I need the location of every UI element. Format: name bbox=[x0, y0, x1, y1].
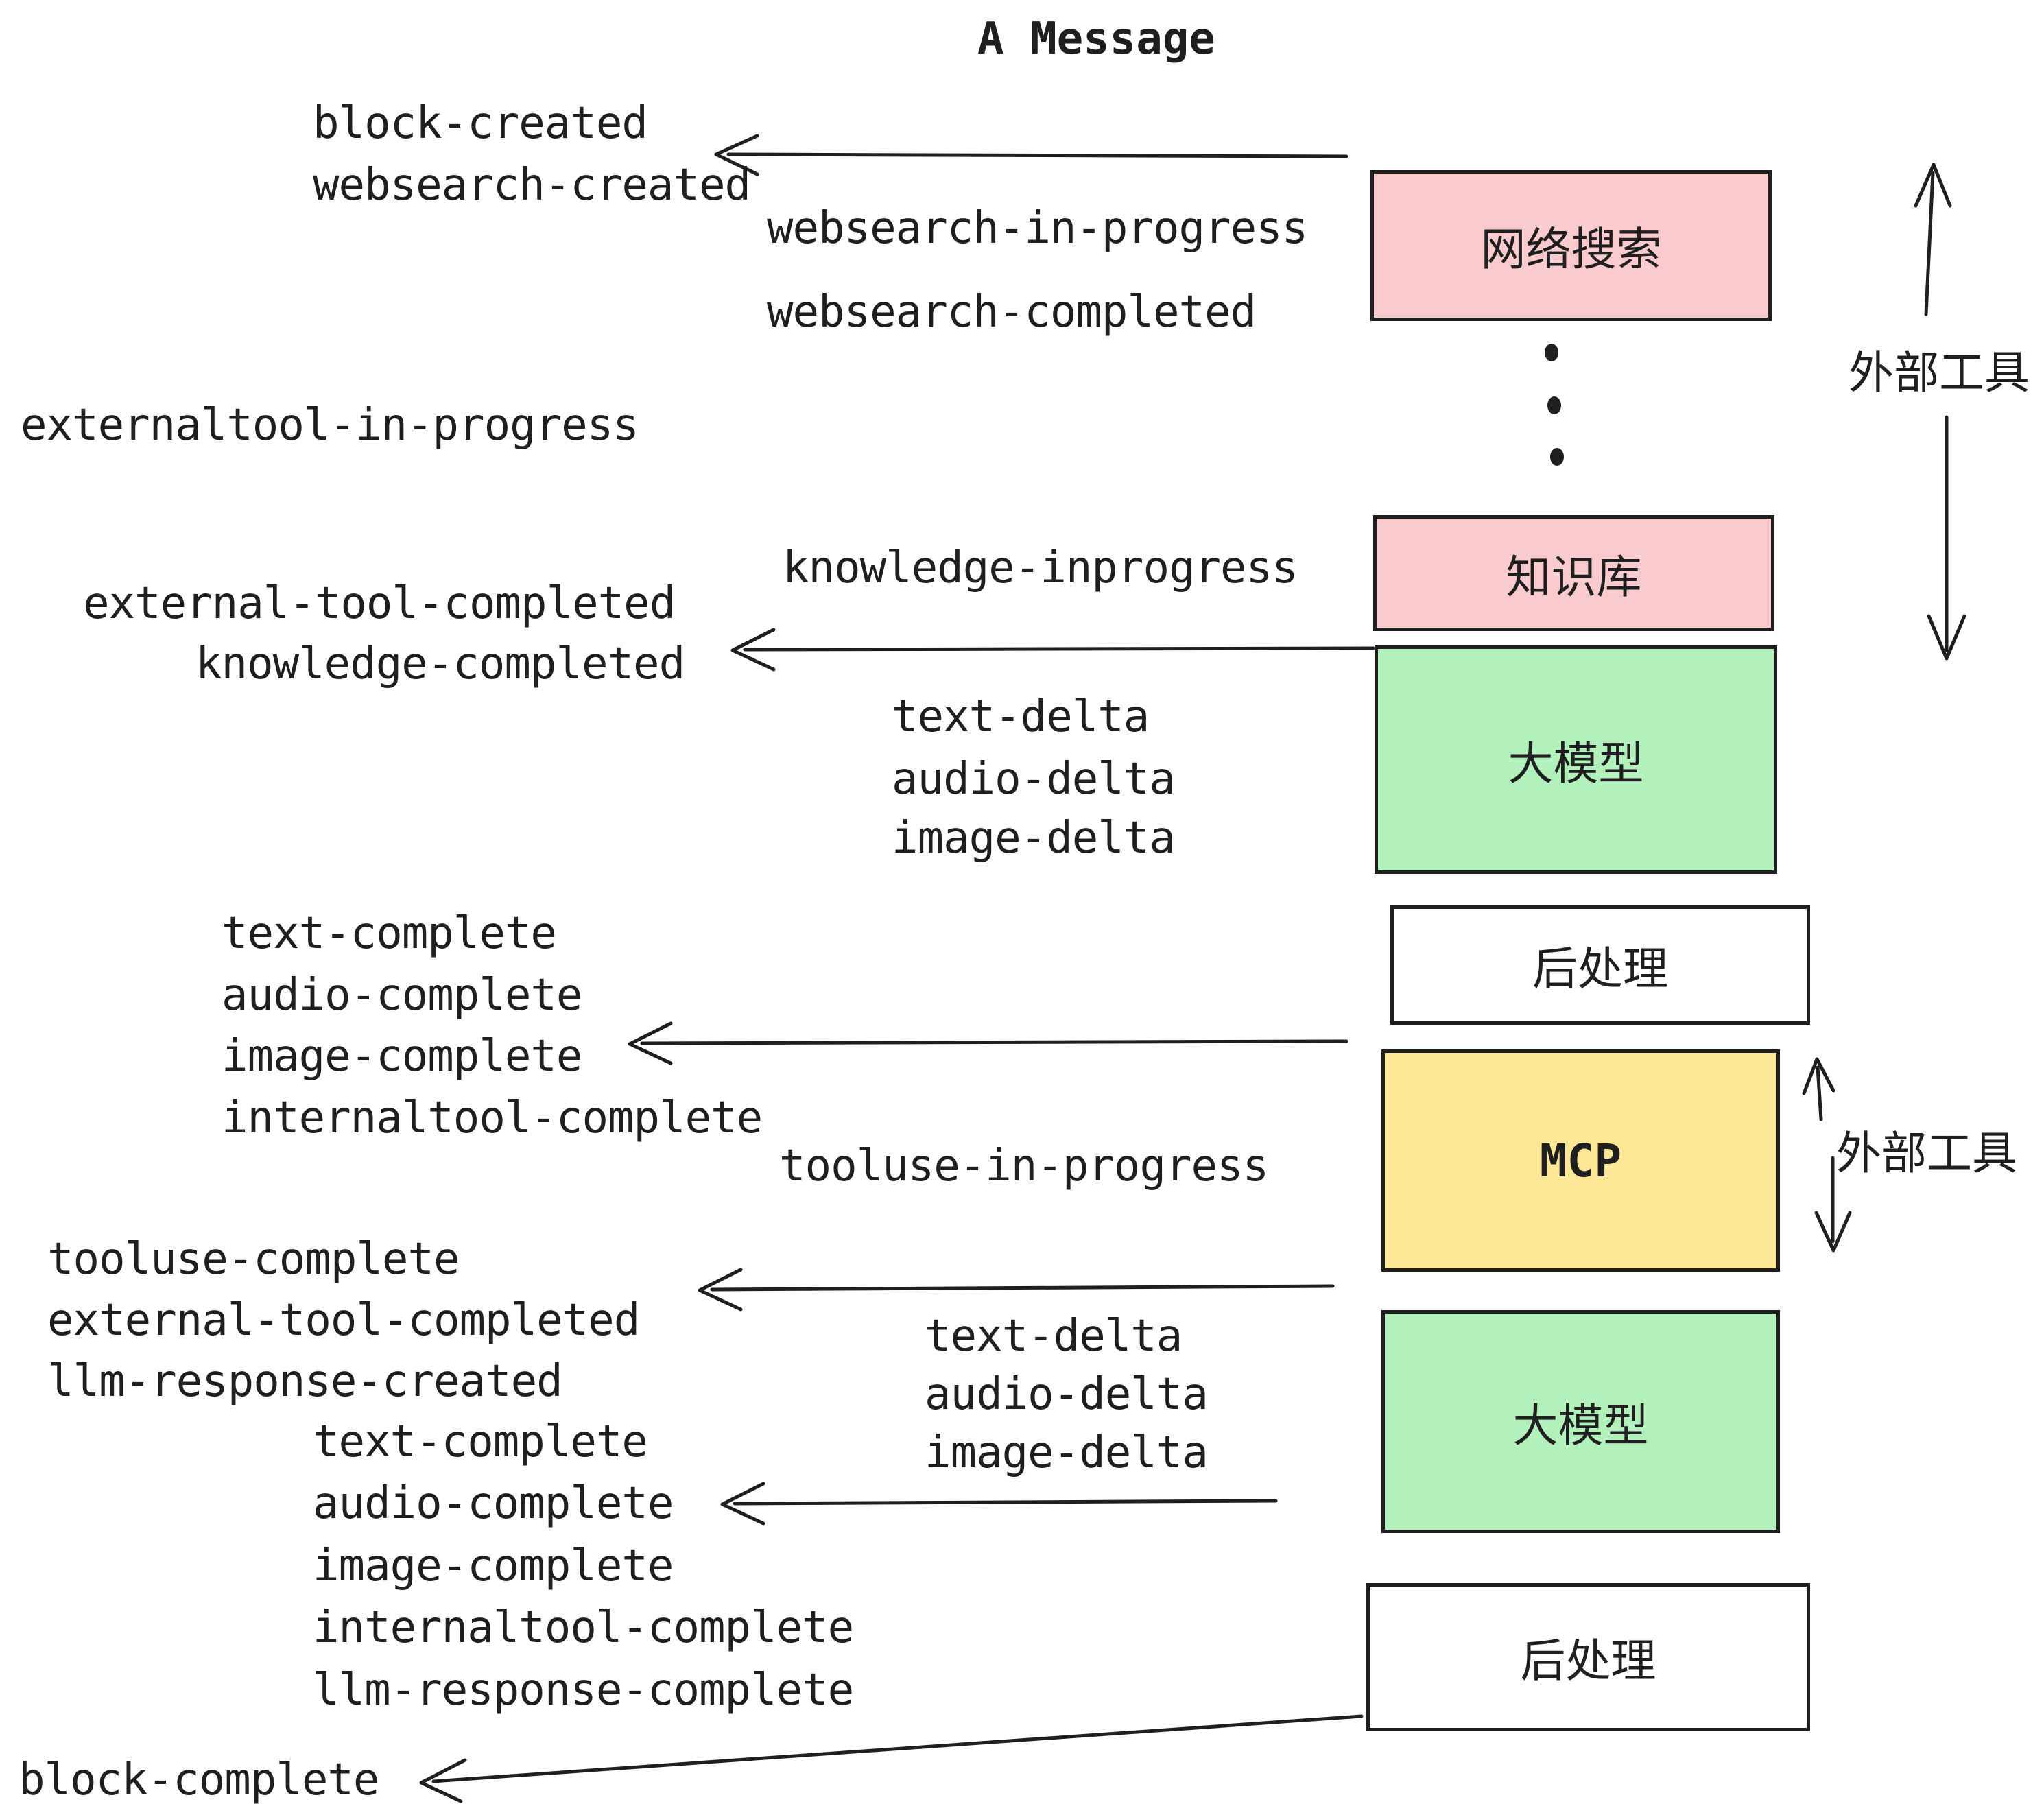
event-text-delta: text-delta bbox=[892, 691, 1150, 742]
box-knowledge: 知识库 bbox=[1373, 515, 1774, 631]
event-text-complete-2: text-complete bbox=[313, 1416, 648, 1467]
box-websearch: 网络搜索 bbox=[1370, 170, 1772, 321]
event-image-complete: image-complete bbox=[222, 1031, 582, 1082]
box-mcp: MCP bbox=[1381, 1049, 1780, 1272]
event-block-complete: block-complete bbox=[19, 1755, 379, 1804]
arrow-tooluse-complete bbox=[698, 1268, 1335, 1312]
event-llm-response-created: llm-response-created bbox=[47, 1356, 563, 1407]
event-knowledge-completed: knowledge-completed bbox=[195, 639, 685, 689]
event-external-tool-completed: external-tool-completed bbox=[83, 578, 676, 629]
box-llm-2: 大模型 bbox=[1381, 1310, 1780, 1533]
label-external-tools-1: 外部工具 bbox=[1849, 346, 2030, 399]
event-text-delta-2: text-delta bbox=[925, 1311, 1183, 1362]
event-knowledge-inprogress: knowledge-inprogress bbox=[783, 543, 1298, 593]
diagram-title: A Message bbox=[977, 14, 1215, 64]
arrow-websearch-created bbox=[714, 134, 1348, 176]
box-postprocess-1: 后处理 bbox=[1390, 905, 1810, 1025]
event-text-complete: text-complete bbox=[222, 908, 557, 959]
event-llm-response-complete: llm-response-complete bbox=[313, 1665, 854, 1716]
event-internaltool-complete: internaltool-complete bbox=[222, 1093, 763, 1143]
event-image-delta-2: image-delta bbox=[925, 1427, 1209, 1478]
event-image-complete-2: image-complete bbox=[313, 1541, 674, 1591]
event-audio-delta-2: audio-delta bbox=[925, 1369, 1209, 1420]
event-websearch-created: websearch-created bbox=[313, 160, 751, 211]
ellipsis-dots bbox=[1545, 344, 1564, 466]
event-audio-complete-2: audio-complete bbox=[313, 1478, 674, 1529]
box-llm-1: 大模型 bbox=[1375, 645, 1777, 874]
event-audio-complete: audio-complete bbox=[222, 970, 582, 1021]
event-internaltool-complete-2: internaltool-complete bbox=[313, 1602, 854, 1653]
event-tooluse-in-progress: tooluse-in-progress bbox=[779, 1141, 1269, 1191]
event-websearch-completed: websearch-completed bbox=[767, 287, 1257, 337]
event-websearch-in-progress: websearch-in-progress bbox=[767, 203, 1308, 254]
arrow-internal-complete-2 bbox=[720, 1482, 1278, 1526]
event-audio-delta: audio-delta bbox=[892, 754, 1176, 805]
arrow-block-complete bbox=[419, 1714, 1364, 1803]
event-externaltool-in-progress: externaltool-in-progress bbox=[21, 400, 639, 451]
event-block-created: block-created bbox=[313, 98, 648, 149]
label-external-tools-2: 外部工具 bbox=[1836, 1127, 2017, 1180]
double-arrow-external-tools-1 bbox=[1914, 163, 1966, 661]
arrow-internal-complete-1 bbox=[628, 1021, 1348, 1065]
arrow-knowledge-completed bbox=[730, 628, 1375, 672]
event-tooluse-complete: tooluse-complete bbox=[47, 1234, 460, 1285]
box-postprocess-2: 后处理 bbox=[1366, 1583, 1810, 1731]
event-image-delta: image-delta bbox=[892, 813, 1176, 864]
event-external-tool-completed-2: external-tool-completed bbox=[47, 1295, 640, 1346]
